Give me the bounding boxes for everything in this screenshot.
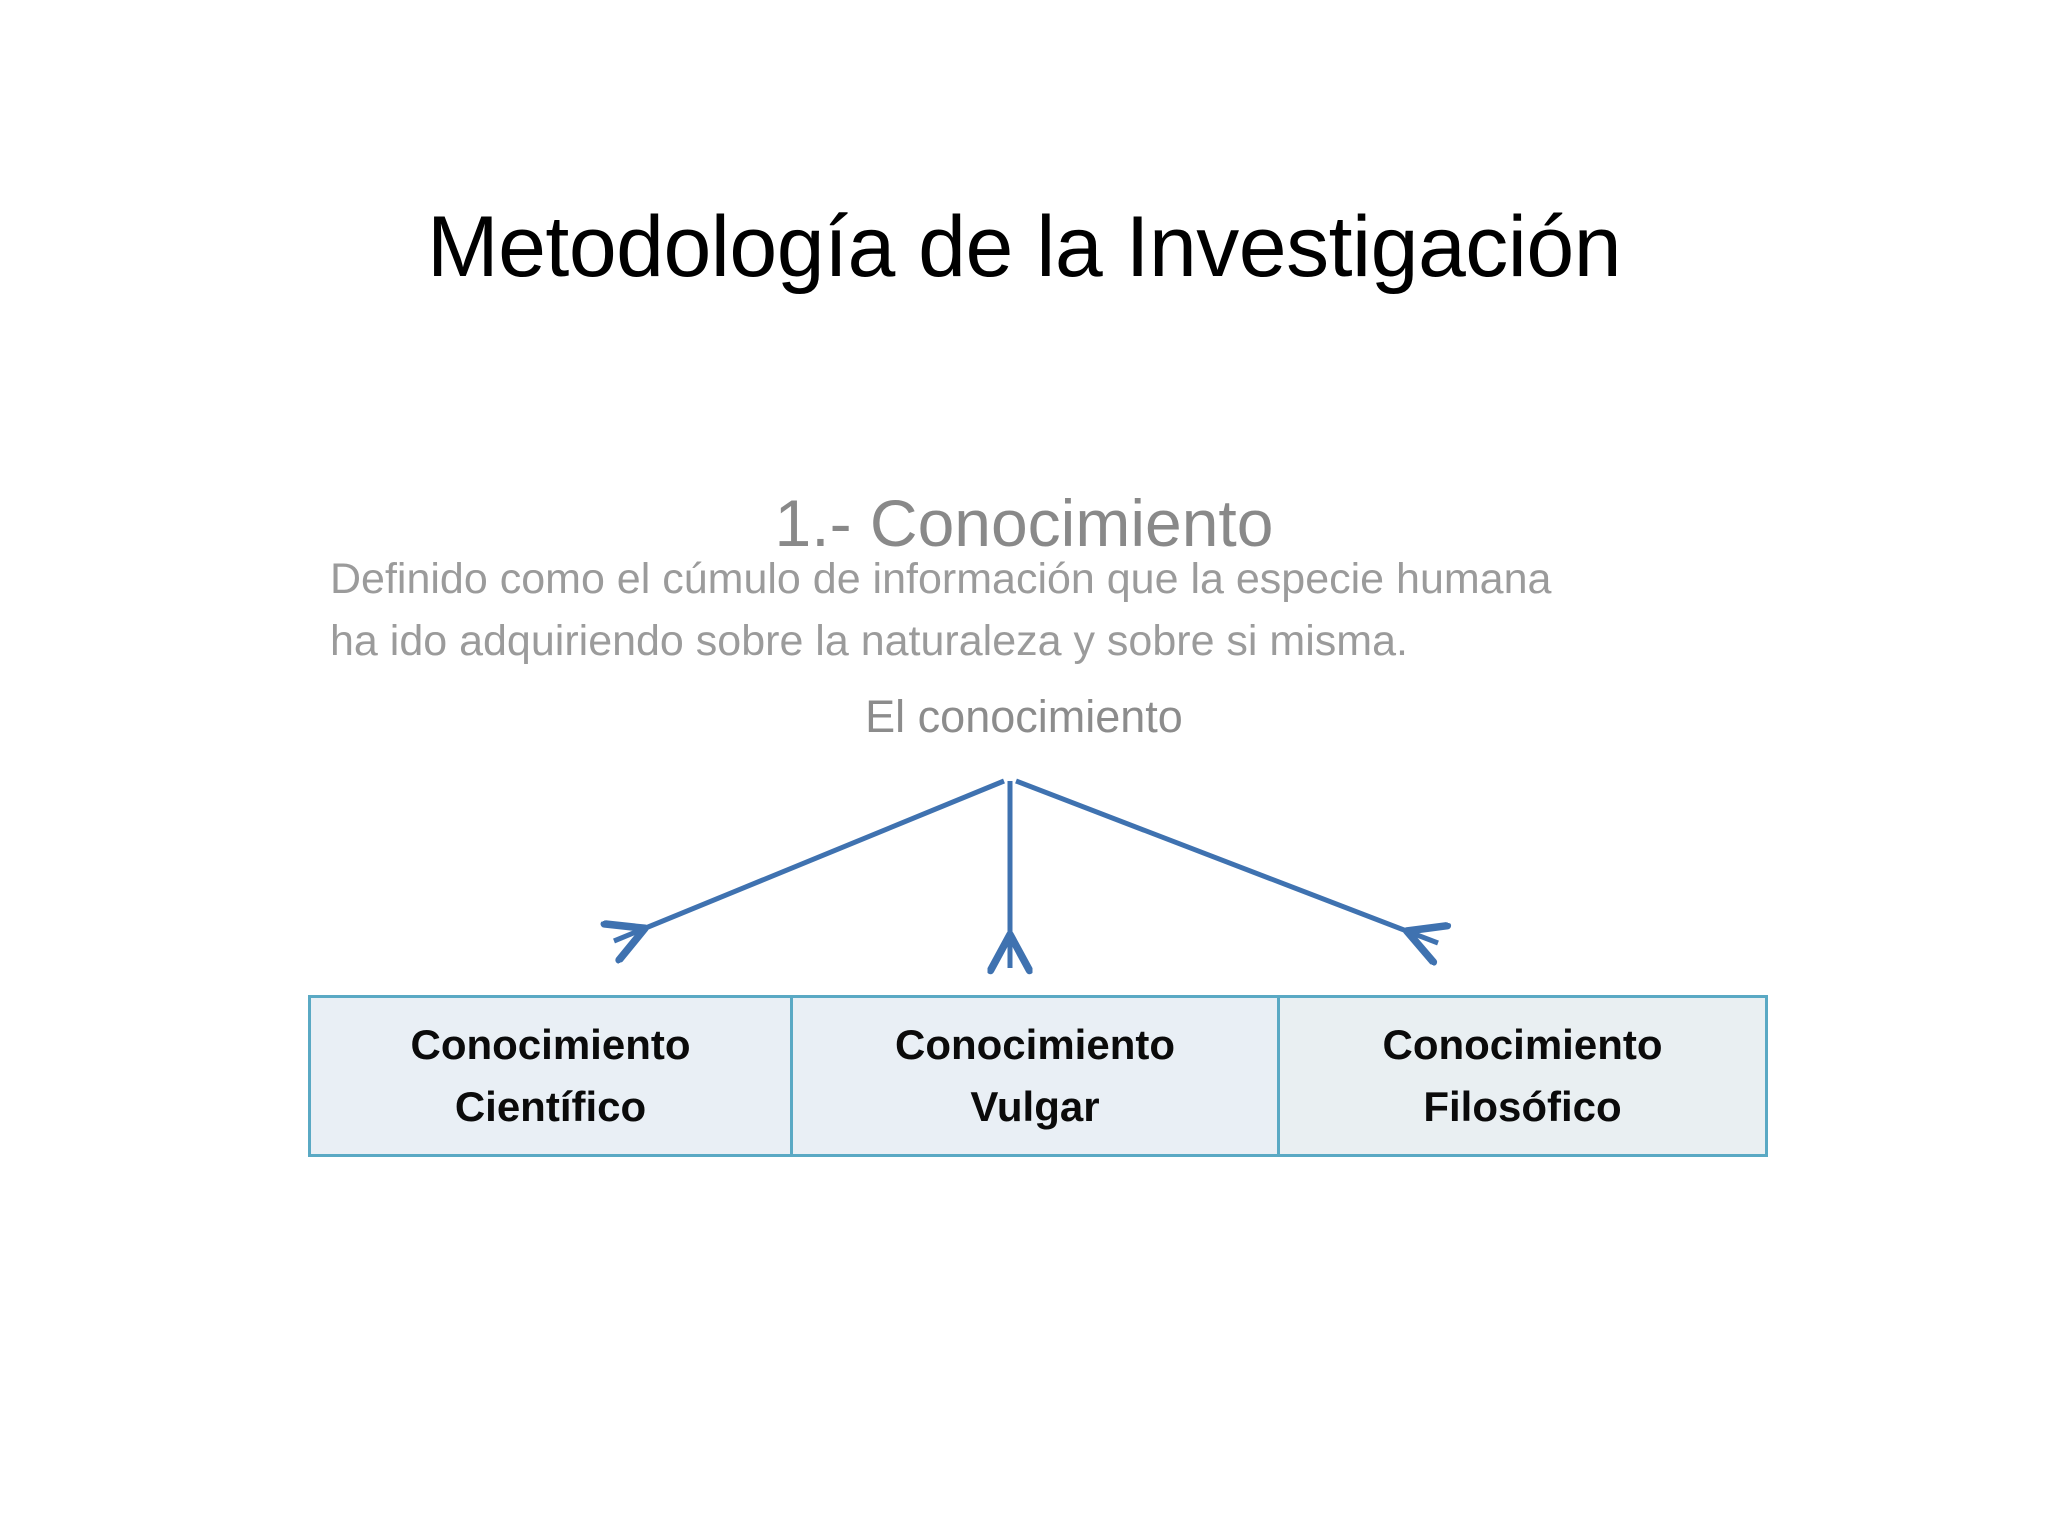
body-paragraph-line-2: ha ido adquiriendo sobre la naturaleza y… [330, 617, 1408, 665]
knowledge-types-row: Conocimiento Científico Conocimiento Vul… [308, 995, 1768, 1157]
body-paragraph-line-1: Definido como el cúmulo de información q… [330, 555, 1552, 603]
box-label-line-2: Filosófico [1423, 1083, 1622, 1130]
box-label: Conocimiento Vulgar [895, 1014, 1175, 1138]
box-conocimiento-vulgar[interactable]: Conocimiento Vulgar [793, 998, 1280, 1154]
box-label: Conocimiento Científico [411, 1014, 691, 1138]
box-conocimiento-filosofico[interactable]: Conocimiento Filosófico [1280, 998, 1765, 1154]
box-label: Conocimiento Filosófico [1383, 1014, 1663, 1138]
box-label-line-2: Vulgar [970, 1083, 1100, 1130]
box-conocimiento-cientifico[interactable]: Conocimiento Científico [311, 998, 793, 1154]
box-label-line-1: Conocimiento [1382, 1021, 1663, 1068]
page-title: Metodología de la Investigación [426, 198, 1622, 295]
box-label-line-1: Conocimiento [895, 1021, 1175, 1068]
arrow-to-conocimiento-filosofico [1015, 778, 1438, 943]
body-paragraph: Definido como el cúmulo de información q… [330, 548, 1730, 672]
section-heading: 1.- Conocimiento [774, 485, 1274, 560]
box-label-line-1: Conocimiento [410, 1021, 691, 1068]
diagram-root-label: El conocimiento [865, 691, 1183, 742]
arrow-to-conocimiento-cientifico [614, 778, 1005, 941]
box-label-line-2: Científico [454, 1083, 647, 1130]
